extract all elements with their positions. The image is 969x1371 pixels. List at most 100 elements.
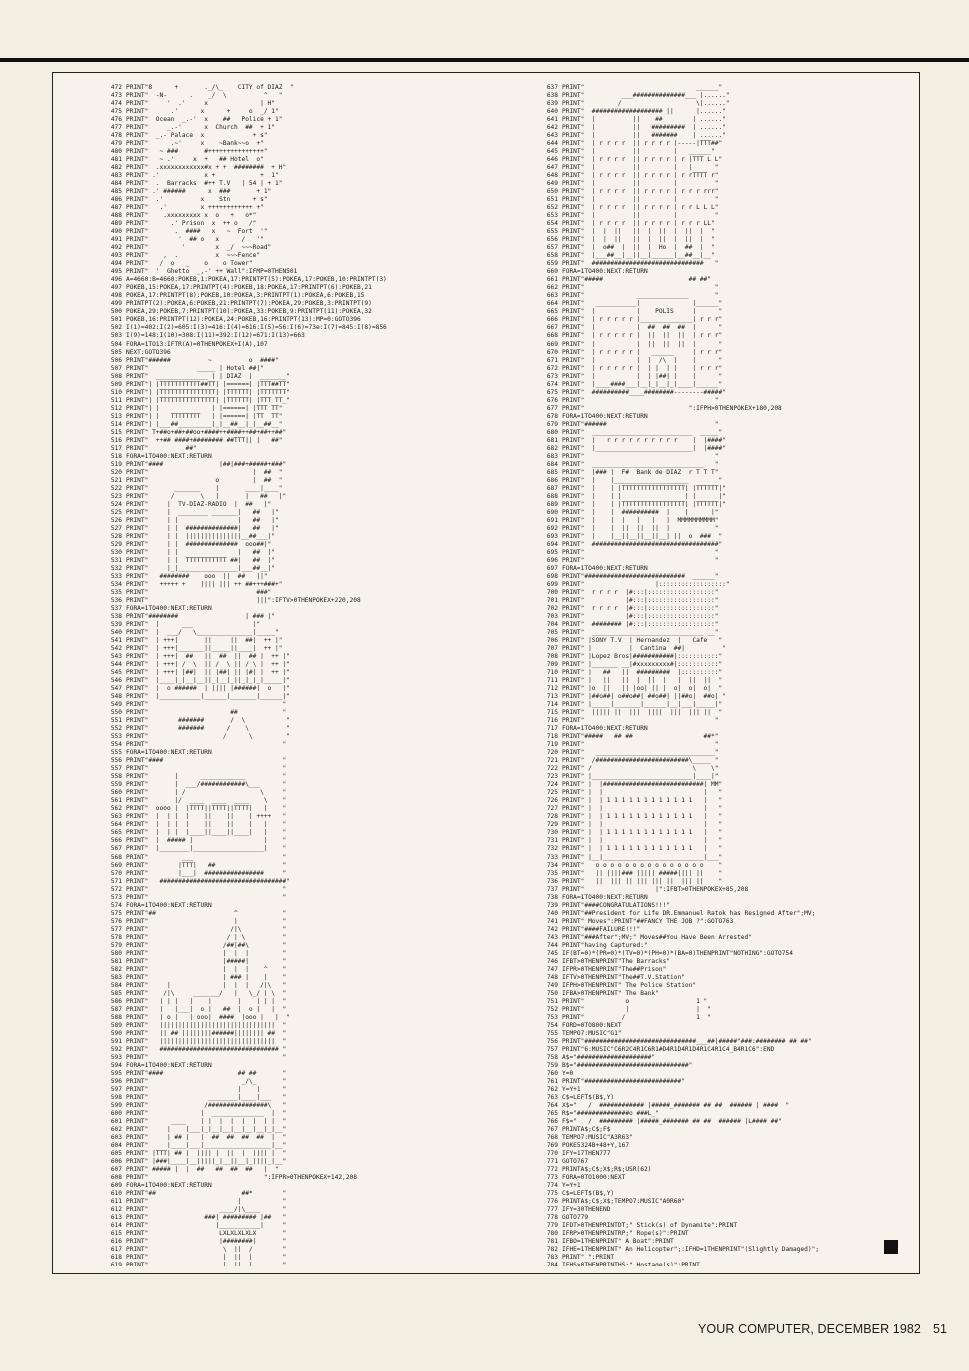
line-number: 664: [546, 300, 558, 308]
line-number: 505: [110, 348, 122, 356]
code-text: PRINT" | o ###### | |||| |######| o |": [126, 685, 290, 693]
line-number: 594: [110, 1061, 122, 1069]
line-number: 528: [110, 532, 122, 540]
code-text: PRINT" | | | ## |": [126, 548, 276, 556]
line-number: 516: [110, 436, 122, 444]
line-number: 618: [110, 1254, 122, 1262]
line-number: 709: [546, 661, 558, 669]
code-text: PRINT" ": [562, 548, 719, 556]
line-number: 543: [110, 653, 122, 661]
line-number: 673: [546, 372, 558, 380]
code-text: PRINT" | ## ": [126, 468, 283, 476]
code-text: IFY=17THEN777: [562, 1150, 611, 1158]
line-number: 579: [110, 941, 122, 949]
code-text: PRINT" | | | ": [562, 789, 723, 797]
code-text: PRINT" | | Cantina ##| ": [562, 645, 726, 653]
line-number: 591: [110, 1037, 122, 1045]
line-number: 616: [110, 1238, 122, 1246]
code-text: PRINTPT(2):POKEA,6:POKEB,21:PRINTPT(7):P…: [126, 300, 372, 308]
code-text: FORA=1TO400:NEXT:RETURN: [562, 725, 648, 733]
code-text: PRINT" o 1 ": [562, 997, 708, 1005]
line-number: 768: [546, 1134, 558, 1142]
line-number: 568: [110, 853, 122, 861]
line-number: 651: [546, 196, 558, 204]
line-number: 563: [110, 813, 122, 821]
line-number: 541: [110, 637, 122, 645]
code-text: IFBA>0THENPRINT" The Bank": [562, 989, 659, 997]
line-number: 668: [546, 332, 558, 340]
code-text: PRINT" \ || / ": [126, 1246, 287, 1254]
line-number: 529: [110, 540, 122, 548]
code-text: PRINT" r r r r |#:::|::::::::::::::::::": [562, 588, 719, 596]
line-number: 700: [546, 588, 558, 596]
line-number: 592: [110, 1045, 122, 1053]
code-text: PRINT" | +++|_______||_____||____| ++ |": [126, 645, 283, 653]
code-text: PRINT" | r r r r || r r r r | r r r LL": [562, 220, 715, 228]
code-text: PRINT"| |TTTTTTTTTTTTTTT| |TTTTTT| |TTTT…: [126, 388, 290, 396]
line-number: 509: [110, 380, 122, 388]
code-text: PRINT" T+##o+##+##oo+####++####++##+##++…: [126, 428, 287, 436]
line-number: 778: [546, 1214, 558, 1222]
code-text: PRINT" ##### | | ## ## ## ## | ": [126, 1166, 279, 1174]
code-text: PRINT" | | | ^ ": [126, 965, 287, 973]
code-text: PRINT" | | | ## |": [126, 516, 279, 524]
code-text: PRINT" | || ####### | ......": [562, 132, 726, 140]
line-number: 720: [546, 749, 558, 757]
line-number: 533: [110, 572, 122, 580]
line-number: 648: [546, 172, 558, 180]
line-number: 544: [110, 661, 122, 669]
line-number: 647: [546, 164, 558, 172]
line-number: 754: [546, 1021, 558, 1029]
line-number: 670: [546, 348, 558, 356]
code-text: PRINT" | || || | || | | || || ": [562, 677, 723, 685]
code-text: PRINT" | | | ": [562, 805, 723, 813]
line-number: 717: [546, 725, 558, 733]
code-text: PRINT" | | | | /|\ ": [126, 981, 287, 989]
code-text: PRINT"#### ": [126, 757, 287, 765]
code-text: PRINT" | | ########## | | |": [562, 508, 719, 516]
line-number: 552: [110, 725, 122, 733]
code-text: PRINT" | | ": [126, 1085, 287, 1093]
line-number: 722: [546, 765, 558, 773]
code-text: PRINT" |o || || |oo| || | o| o| o| ": [562, 685, 723, 693]
code-text: PRINT" ": [126, 701, 287, 709]
line-number: 523: [110, 492, 122, 500]
code-text: PRINT" oooo | |TTTT||TTTT||TTTT| | ": [126, 805, 287, 813]
code-text: PRINT" .xxxxxxxxxxxx#x + + ######## + H": [126, 164, 287, 172]
line-number: 682: [546, 444, 558, 452]
code-text: PRINT" ## ": [126, 709, 287, 717]
code-text: PRINT" /##|##\ ": [126, 941, 287, 949]
code-text: PRINT" | | 1 1 1 1 1 1 1 1 1 1 1 1 | ": [562, 813, 723, 821]
code-text: PRINT" |_______ __|#xxxxxxxxx#|:::::::::…: [562, 661, 723, 669]
